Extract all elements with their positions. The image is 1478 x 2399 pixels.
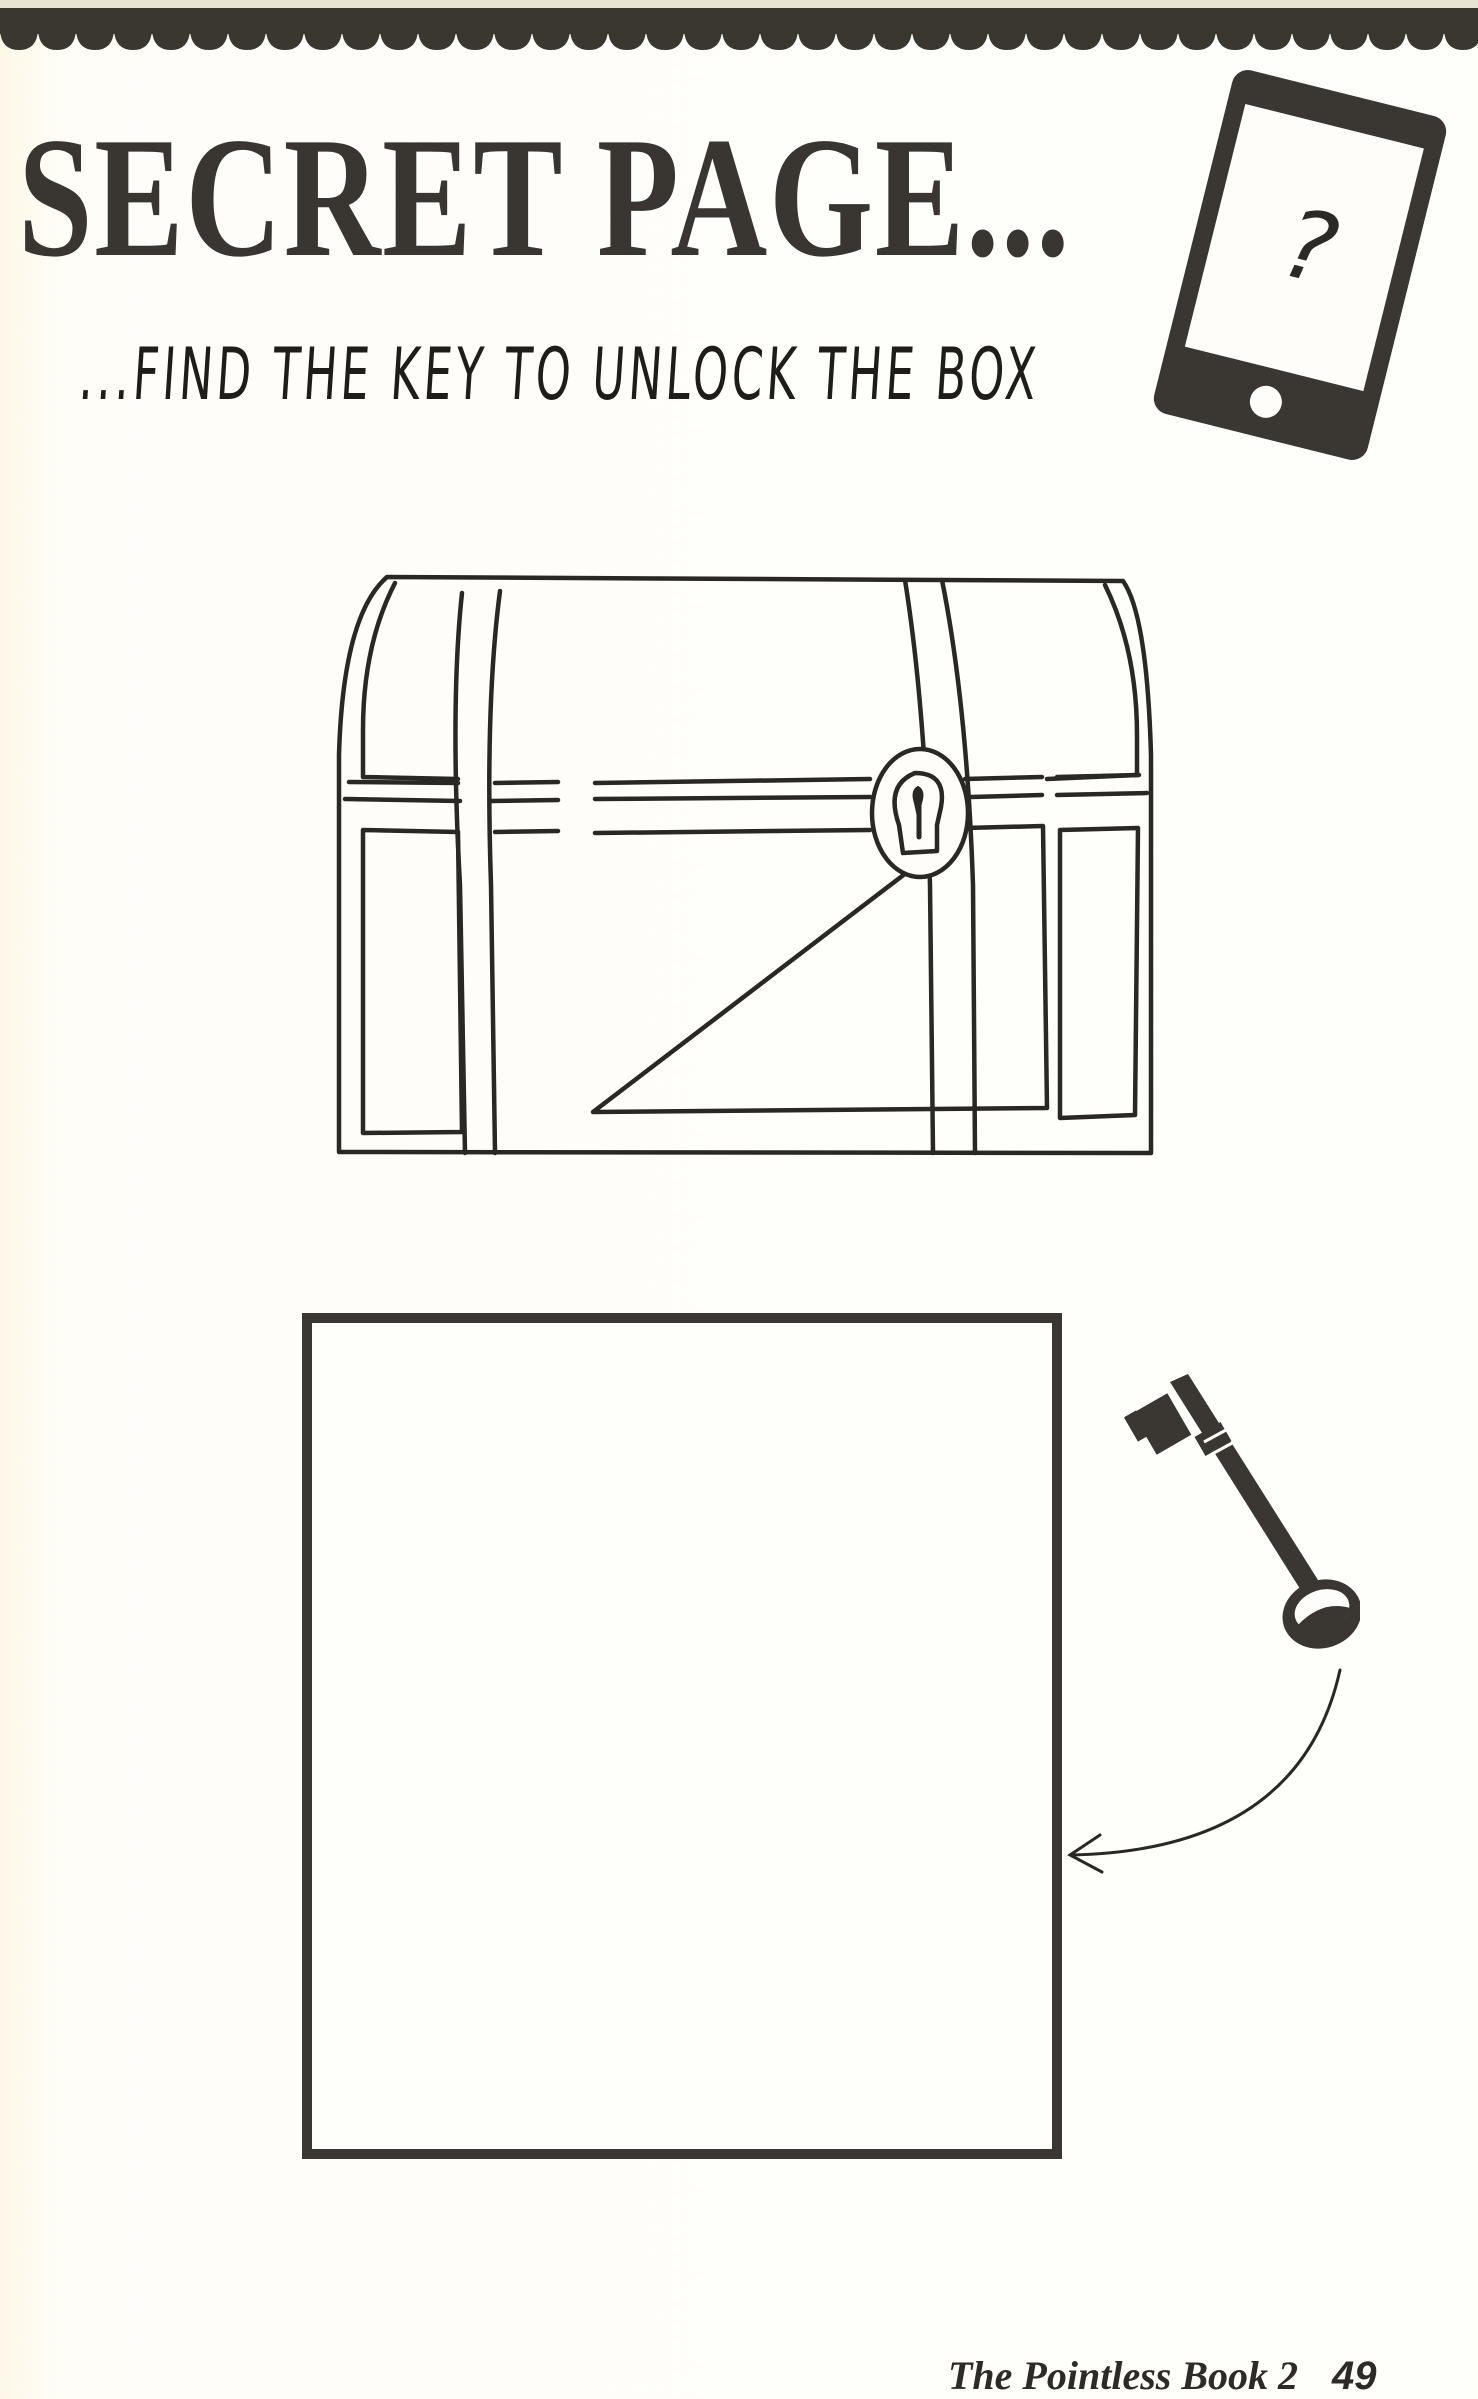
treasure-chest-icon — [336, 574, 1154, 1156]
curved-arrow-icon — [1067, 1668, 1342, 1874]
phone-icon: ? — [1153, 70, 1447, 460]
scalloped-border — [0, 0, 1478, 56]
page-number: 49 — [1332, 2354, 1377, 2398]
page-footer: The Pointless Book 2 49 — [948, 2352, 1377, 2399]
key-icon — [1123, 1374, 1360, 1649]
book-title: The Pointless Book 2 — [948, 2353, 1299, 2398]
empty-drawing-box[interactable] — [302, 1313, 1062, 2159]
page-title: SECRET PAGE... — [18, 103, 1072, 293]
page-subtitle: ...FIND THE KEY TO UNLOCK THE BOX — [76, 332, 1043, 416]
